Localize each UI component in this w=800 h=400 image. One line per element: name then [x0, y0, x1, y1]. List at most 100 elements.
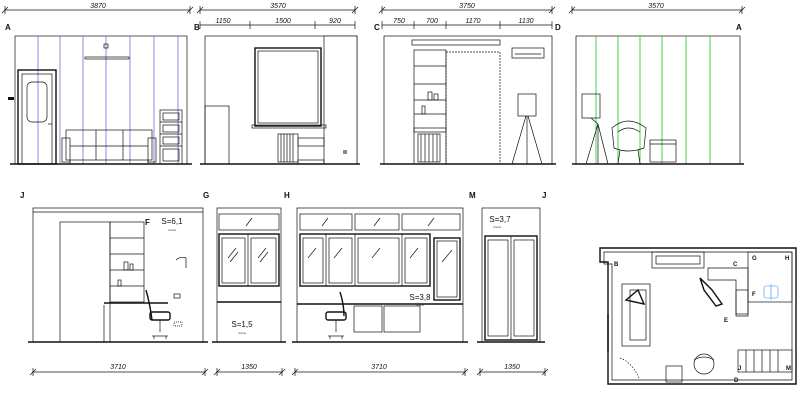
- area-sublabel-h: плитка: [416, 304, 425, 307]
- plan-ottoman: [665, 365, 683, 383]
- wardrobe-doors: [484, 235, 538, 341]
- wall-outline: [296, 207, 464, 343]
- plan-desk: [699, 267, 749, 317]
- elevation-letter-g: G: [203, 191, 209, 200]
- elevation-letter-j: J: [20, 191, 24, 200]
- door: [17, 69, 57, 165]
- elevation-g: G S=1,5 плитка: [203, 191, 286, 343]
- dimension-ab-value: 3870: [90, 3, 106, 10]
- upper-glazing: [299, 213, 461, 231]
- window-glazing: [299, 233, 431, 287]
- plan-armchair: [693, 353, 715, 375]
- desk-drawer: [353, 305, 383, 333]
- elevation-letter-c: C: [374, 23, 380, 32]
- dimension-h-value: 3710: [371, 364, 387, 371]
- dimension-bc-seg-2: 1500: [275, 18, 291, 25]
- elevation-mj: M J S=3,7 плитка: [469, 191, 546, 343]
- elevation-letter-m: M: [469, 191, 476, 200]
- dimension-cd-seg-4: 1130: [518, 18, 533, 25]
- elevation-da: A: [572, 23, 744, 165]
- elevation-h: H: [284, 191, 468, 343]
- doorway: [445, 51, 501, 165]
- dimension-line-cd-segments: 750 700 1170 1130: [381, 18, 553, 29]
- elevation-letter-h: H: [284, 191, 290, 200]
- bookcase: [159, 109, 183, 165]
- wall-panel-lines: [37, 36, 179, 164]
- wall-shelf: [84, 56, 130, 60]
- elevation-ab: A B: [5, 23, 200, 165]
- plan-letter-b: B: [614, 262, 619, 268]
- wall-outline: [575, 35, 741, 165]
- plan-letter-f: F: [752, 292, 756, 298]
- plan-office-chair: [763, 284, 779, 300]
- area-sublabel-g: плитка: [238, 332, 247, 335]
- dimension-jf-value: 3710: [110, 364, 126, 371]
- plan-letter-m: M: [786, 366, 791, 372]
- dimension-line-ab: 3870: [1, 3, 194, 14]
- dimension-line-da: 3570: [568, 3, 746, 14]
- plan-letter-g: G: [752, 256, 757, 262]
- dimension-bc-seg-3: 920: [329, 18, 341, 25]
- area-sublabel-f: плитка: [168, 229, 177, 232]
- area-label-m: S=3,7: [489, 215, 511, 224]
- area-label-h: S=3,8: [409, 293, 431, 302]
- window-glazing: [218, 233, 280, 287]
- dimension-cd-seg-2: 700: [426, 18, 438, 25]
- plan-letter-c: C: [733, 262, 738, 268]
- radiator: [277, 133, 299, 163]
- wall-socket: [343, 150, 347, 154]
- dimension-line-bc: 3570: [196, 3, 359, 14]
- office-chair: [145, 289, 171, 339]
- plan-letter-h: H: [785, 256, 789, 262]
- plan-door-swing: [619, 357, 641, 381]
- desk-drawer: [383, 305, 421, 333]
- elevation-letter-b: B: [194, 23, 200, 32]
- wall-outline: [32, 207, 204, 343]
- wall-niche: [204, 105, 230, 165]
- elevation-bc: C: [200, 23, 380, 165]
- wall-socket: [173, 293, 181, 299]
- ottoman: [649, 139, 677, 163]
- elevation-jf: J F S=6,1 плитка: [20, 191, 208, 343]
- plan-letter-e: E: [724, 318, 728, 324]
- elevation-cd: D: [380, 23, 561, 165]
- curtain-rail: [411, 39, 501, 46]
- dimension-cd-seg-1: 750: [393, 18, 405, 25]
- sofa: [61, 129, 157, 164]
- upper-glazing: [218, 213, 280, 231]
- dimension-line-cd: 3750: [378, 3, 556, 14]
- wall-outline: [14, 35, 188, 165]
- balcony-door: [433, 237, 461, 301]
- floor-lamp: [581, 93, 609, 165]
- elevation-letter-a-right: A: [736, 23, 742, 32]
- dimension-m-value: 1350: [504, 364, 520, 371]
- office-chair: [325, 291, 347, 339]
- wardrobe: [59, 221, 111, 343]
- plan-letter-j: J: [738, 366, 741, 372]
- elevation-letter-f: F: [145, 218, 150, 227]
- dimension-bc-seg-1: 1150: [215, 18, 230, 25]
- dimension-line-jf: 3710: [29, 364, 209, 376]
- dimension-line-bc-segments: 1150 1500 920: [199, 18, 356, 29]
- elevation-letter-a: A: [5, 23, 11, 32]
- dimension-line-m: 1350: [476, 364, 549, 376]
- dimension-cd-value: 3750: [459, 3, 475, 10]
- wall-lamp: [175, 256, 187, 268]
- floor-plan: G H B C F E: [599, 247, 797, 385]
- area-label-g: S=1,5: [231, 320, 253, 329]
- dimension-line-h: 3710: [291, 364, 469, 376]
- wall-sconce: [103, 43, 109, 49]
- dimension-bc-value: 3570: [270, 3, 286, 10]
- wall-panel-lines: [595, 36, 711, 164]
- area-sublabel-m: плитка: [493, 226, 502, 229]
- radiator: [417, 133, 441, 163]
- floor-lamp: [511, 93, 543, 165]
- area-label-f: S=6,1: [161, 217, 183, 226]
- dimension-cd-seg-3: 1170: [465, 18, 480, 25]
- section-marker: [8, 97, 14, 100]
- elevation-letter-j-right: J: [542, 191, 546, 200]
- air-conditioner: [511, 47, 545, 59]
- desk-shelf: [297, 137, 325, 147]
- dimension-g-value: 1350: [241, 364, 257, 371]
